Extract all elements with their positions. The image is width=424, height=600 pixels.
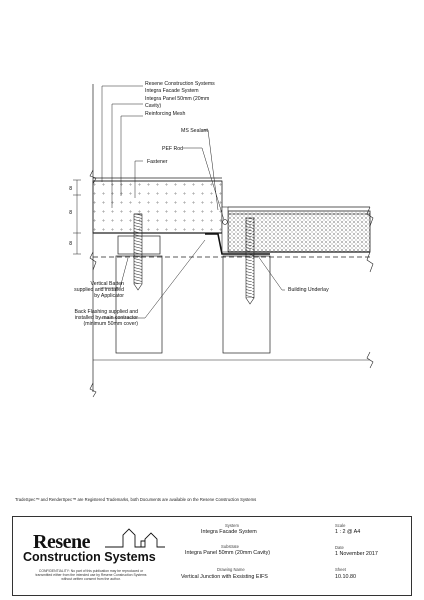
system-value: Integra Facade System (201, 529, 257, 535)
label-flashing-1: Back Flashing supplied and (75, 309, 139, 315)
trademark-note: TradeSpec™ and RenderSpec™ are Registere… (15, 497, 257, 502)
dim-label-3: 8 (69, 241, 72, 247)
label-batten-1: Vertical Batten (91, 281, 125, 287)
integra-panel (92, 180, 223, 234)
sheet-label: Sheet (335, 567, 346, 572)
leader-lines (100, 85, 285, 319)
dim-label-1: 8 (69, 186, 72, 192)
fasteners (133, 213, 255, 305)
dimension-lines (73, 179, 81, 255)
label-mesh: Reinforcing Mesh (145, 111, 185, 117)
brand-logo: Resene Construction Systems CONFIDENTIAL… (17, 523, 177, 583)
label-batten-2: supplied and installed (74, 287, 124, 293)
sealant-joint (221, 206, 229, 253)
detail-drawing: 8 8 8 Resene Construction Systems Integr… (69, 81, 374, 398)
label-underlay: Building Underlay (288, 287, 329, 293)
substrate-label: Substrate (221, 544, 239, 549)
house-icon (105, 528, 165, 548)
scale-value: 1 : 2 @ A4 (335, 529, 361, 535)
date-value: 1 November 2017 (335, 551, 378, 557)
label-flashing-2: installed by main contractor (75, 315, 138, 321)
label-system-2: Integra Facade System (145, 88, 199, 94)
scale-label: Scale (335, 523, 346, 528)
drawing-name-value: Vertical Junction with Exsisting EIFS (181, 574, 268, 580)
title-block: Resene Construction Systems CONFIDENTIAL… (12, 516, 412, 596)
label-panel-1: Integra Panel 50mm (20mm (145, 96, 209, 102)
break-lines (89, 169, 374, 273)
brand-main-text: Resene (33, 531, 90, 553)
brand-sub-text: Construction Systems (23, 550, 156, 564)
lower-wall (89, 351, 374, 398)
label-flashing-3: (minimum 50mm cover) (84, 321, 139, 327)
date-label: Date (335, 545, 344, 550)
sheet-value: 10.10.80 (335, 574, 356, 580)
label-batten-3: by Applicator (94, 293, 124, 299)
confidentiality-note: CONFIDENTIALITY: No part of this publica… (35, 569, 147, 582)
label-system-1: Resene Construction Systems (145, 81, 215, 87)
drawing-name-label: Drawing Name (217, 567, 245, 572)
callouts: Resene Construction Systems Integra Faca… (74, 81, 329, 327)
label-fastener: Fastener (147, 159, 168, 165)
label-sealant: MS Sealant (181, 128, 208, 134)
label-panel-2: Cavity) (145, 103, 161, 109)
system-label: System (225, 523, 239, 528)
substrate-value: Integra Panel 50mm (20mm Cavity) (185, 550, 271, 556)
label-pef-rod: PEF Rod (162, 146, 183, 152)
dim-label-2: 8 (69, 210, 72, 216)
